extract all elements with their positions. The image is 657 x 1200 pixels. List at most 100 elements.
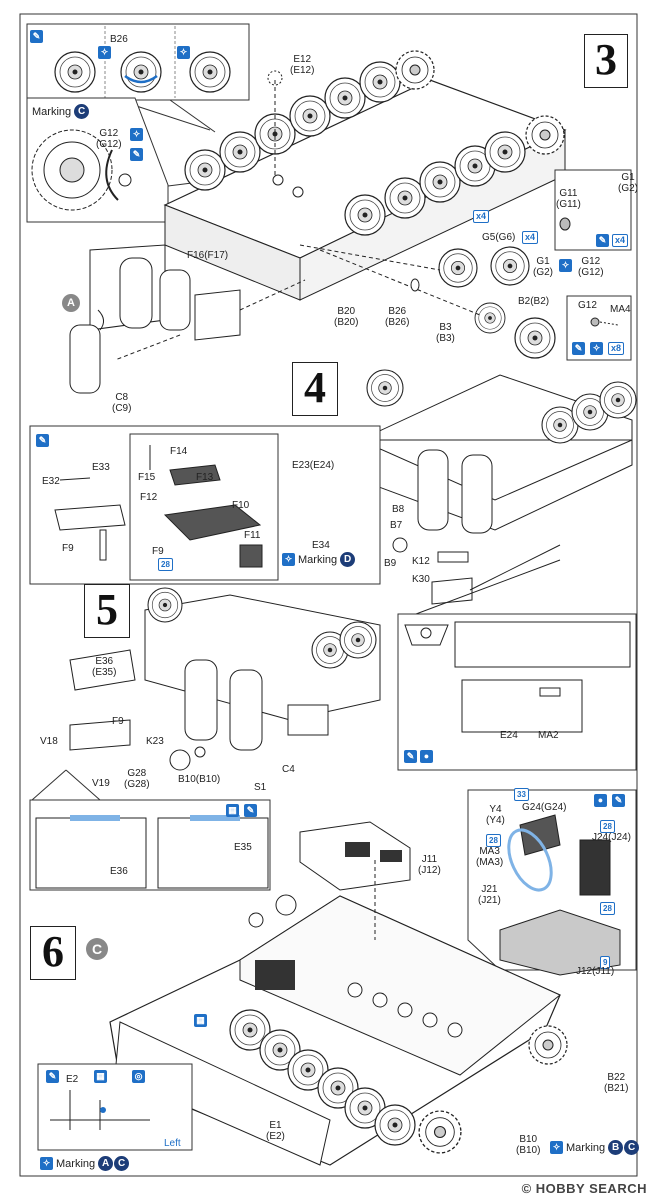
label-j12: J12(J11) — [576, 966, 615, 977]
label-f11: F11 — [244, 530, 261, 541]
paint-code-33: 33 — [514, 788, 529, 801]
label-e1: E1 (E2) — [266, 1120, 285, 1142]
label-e36-top: E36 (E35) — [92, 656, 117, 678]
step-number-4: 4 — [292, 362, 338, 416]
paint-code-28-a: 28 — [486, 834, 501, 847]
marking-a-badge: A — [98, 1156, 114, 1171]
label-e12: E12 (E12) — [290, 54, 315, 76]
label-e24: E24 — [500, 730, 518, 741]
quantity-badge-x4-c: x4 — [522, 231, 539, 244]
label-e36: E36 — [110, 866, 128, 877]
step6-return-rollers — [347, 982, 463, 1038]
label-b10-step6: B10 (B10) — [516, 1134, 541, 1156]
label-g12: G12 (G12) — [96, 128, 122, 150]
step-number-6: 6 — [30, 926, 76, 980]
marking-c-badge-2: C — [114, 1156, 130, 1171]
label-s1: S1 — [254, 782, 267, 793]
paint-brush-icon-3: ✎ — [596, 234, 609, 247]
marking-ac-label: ✧ Marking A C — [40, 1156, 130, 1171]
label-b26: B26 (B26) — [385, 306, 410, 328]
label-g5: G5(G6) — [482, 232, 516, 243]
paint-code-28-c: 28 — [600, 902, 615, 915]
label-g11: G11 (G11) — [556, 188, 581, 210]
label-b9: B9 — [384, 558, 397, 569]
marking-d-badge: D — [340, 552, 356, 567]
label-ma4: MA4 — [610, 304, 631, 315]
label-k30: K30 — [412, 574, 430, 585]
quantity-badge-x4-b: x4 — [612, 234, 629, 247]
label-b7: B7 — [390, 520, 403, 531]
label-f16: F16(F17) — [187, 250, 229, 261]
label-j21: J21 (J21) — [478, 884, 501, 906]
label-e32: E32 — [42, 476, 60, 487]
label-v19: V19 — [92, 778, 110, 789]
label-f9-inset: F9 — [152, 546, 164, 557]
photo-etch-part-icon: ◎ — [132, 1070, 145, 1083]
label-y4: Y4 (Y4) — [486, 804, 505, 826]
paint-brush-icon-8: ✎ — [612, 794, 625, 807]
label-j24: J24(J24) — [592, 832, 631, 843]
label-b3: B3 (B3) — [436, 322, 455, 344]
b26-detail-wheel-2 — [120, 51, 162, 93]
step-number-5: 5 — [84, 584, 130, 638]
glue-icon: ✧ — [98, 46, 111, 59]
marking-d-label: ✧ Marking D — [282, 552, 356, 567]
label-left: Left — [164, 1138, 181, 1149]
paint-brush-icon-6: ✎ — [36, 434, 49, 447]
marking-c-badge: C — [74, 104, 90, 119]
glue-icon-5: ✧ — [590, 342, 603, 355]
label-c4: C4 — [282, 764, 295, 775]
paint-drop-icon: ● — [420, 750, 433, 763]
marking-bc-label: ✧ Marking B C — [550, 1140, 640, 1155]
label-f15: F15 — [138, 472, 156, 483]
label-b22: B22 (B21) — [604, 1072, 629, 1094]
b26-detail-wheel-3 — [189, 51, 231, 93]
label-j11: J11 (J12) — [418, 854, 441, 876]
label-e35: E35 — [234, 842, 252, 853]
label-b8: B8 — [392, 504, 405, 515]
label-f9-b: F9 — [112, 716, 124, 727]
paint-brush-icon-2: ✎ — [130, 148, 143, 161]
quantity-badge-x4-a: x4 — [473, 210, 490, 223]
paint-code-28-b: 28 — [600, 820, 615, 833]
label-c8: C8 (C9) — [112, 392, 132, 414]
label-g12-small: G12 — [578, 300, 597, 311]
label-f14: F14 — [170, 446, 188, 457]
label-ma3: MA3 (MA3) — [476, 846, 504, 868]
step6-marking-c-circle: C — [86, 938, 108, 960]
label-f12: F12 — [140, 492, 158, 503]
quantity-badge-x8: x8 — [608, 342, 625, 355]
glue-icon-2: ✧ — [177, 46, 190, 59]
label-f13: F13 — [196, 472, 214, 483]
paint-code-9: 9 — [600, 956, 611, 969]
glue-icon-3: ✧ — [130, 128, 143, 141]
label-v18: V18 — [40, 736, 58, 747]
label-k12: K12 — [412, 556, 430, 567]
label-g28: G28 (G28) — [124, 768, 150, 790]
marking-b-badge: B — [608, 1140, 624, 1155]
paint-brush-icon-9: ✎ — [46, 1070, 59, 1083]
label-e2: E2 — [66, 1074, 79, 1085]
paint-brush-icon-5: ✎ — [404, 750, 417, 763]
glue-icon-4: ✧ — [559, 259, 572, 272]
photo-etch-icon: ▦ — [226, 804, 239, 817]
glue-icon-7: ✧ — [40, 1157, 53, 1170]
label-b2: B2(B2) — [518, 296, 550, 307]
b26-detail-wheel-1 — [54, 51, 96, 93]
paint-brush-icon-7: ✎ — [244, 804, 257, 817]
step-number-3: 3 — [584, 34, 628, 88]
label-b10: B10(B10) — [178, 774, 221, 785]
label-b26-top: B26 — [110, 34, 128, 45]
watermark: © HOBBY SEARCH — [521, 1181, 647, 1196]
label-g1-mid: G1 (G2) — [533, 256, 553, 278]
label-g24: G24(G24) — [522, 802, 567, 813]
photo-etch-icon-2: ▦ — [194, 1014, 207, 1027]
label-e33: E33 — [92, 462, 110, 473]
label-b20: B20 (B20) — [334, 306, 359, 328]
marking-c-wheel — [31, 129, 113, 211]
paint-code-28: 28 — [158, 558, 173, 571]
paint-drop-icon-2: ● — [594, 794, 607, 807]
glue-icon-6: ✧ — [282, 553, 295, 566]
marking-a-circle: A — [62, 294, 80, 312]
